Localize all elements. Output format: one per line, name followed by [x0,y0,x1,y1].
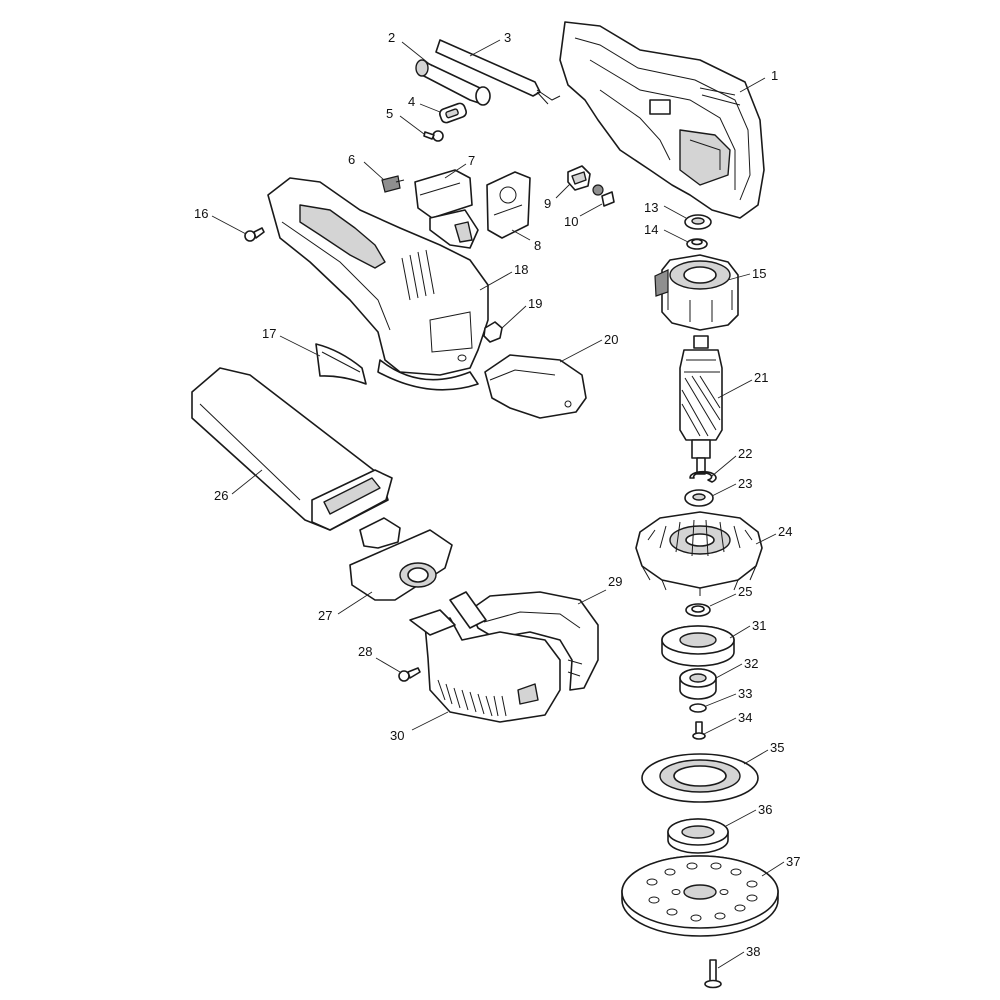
part-screw-28 [398,667,421,682]
callout-23: 23 [738,476,752,491]
callout-35: 35 [770,740,784,755]
part-screw-34 [692,721,706,740]
callout-3: 3 [504,30,511,45]
part-connector [381,175,405,193]
part-bearing-retainer [661,625,735,667]
callout-24: 24 [778,524,792,539]
part-housing-ring [409,609,561,723]
callout-17: 17 [262,326,276,341]
part-washer [685,603,711,617]
part-brush-holder [415,59,491,106]
callout-2: 2 [388,30,395,45]
part-armature [679,335,723,475]
part-screw-small [423,130,444,142]
callout-32: 32 [744,656,758,671]
callout-1: 1 [771,68,778,83]
callout-18: 18 [514,262,528,277]
part-cap [438,102,468,124]
part-bearing-mid [684,489,714,507]
callout-10: 10 [564,214,578,229]
part-stator [654,254,739,331]
part-carbon-brush [567,165,591,191]
callout-33: 33 [738,686,752,701]
part-label [315,343,367,385]
callout-21: 21 [754,370,768,385]
callout-36: 36 [758,802,772,817]
callout-29: 29 [608,574,622,589]
callout-6: 6 [348,152,355,167]
callout-27: 27 [318,608,332,623]
part-brush-small [592,184,615,207]
callout-38: 38 [746,944,760,959]
part-fan [635,511,763,596]
part-main-housing [267,177,489,391]
part-sanding-pad [621,855,779,937]
callout-25: 25 [738,584,752,599]
callout-7: 7 [468,153,475,168]
part-front-cover [484,354,587,419]
callout-22: 22 [738,446,752,461]
part-switch [414,169,479,249]
leader-lines [211,39,785,969]
callout-37: 37 [786,854,800,869]
part-pad-base [641,753,759,803]
callout-30: 30 [390,728,404,743]
callout-8: 8 [534,238,541,253]
callout-20: 20 [604,332,618,347]
callout-9: 9 [544,196,551,211]
callout-labels: 1 2 3 4 5 6 7 8 9 10 13 14 15 16 17 18 1… [194,30,800,959]
part-screw-38 [704,959,722,989]
callout-19: 19 [528,296,542,311]
part-screw-16 [244,227,265,242]
part-controller [486,171,531,239]
part-ring-small [686,238,708,250]
callout-5: 5 [386,106,393,121]
part-knob [483,321,503,343]
callout-28: 28 [358,644,372,659]
callout-34: 34 [738,710,752,725]
part-dust-nozzle [349,517,453,601]
part-housing-half [559,21,765,219]
callout-13: 13 [644,200,658,215]
part-cord [435,39,561,105]
part-seal [667,818,729,854]
part-bearing-low [679,668,717,700]
callout-26: 26 [214,488,228,503]
callout-14: 14 [644,222,658,237]
part-small-washer [689,703,707,713]
part-retaining-ring [689,470,717,483]
callout-4: 4 [408,94,415,109]
callout-31: 31 [752,618,766,633]
callout-16: 16 [194,206,208,221]
part-dust-bag [191,367,393,531]
callout-15: 15 [752,266,766,281]
part-bearing-top [684,214,712,230]
